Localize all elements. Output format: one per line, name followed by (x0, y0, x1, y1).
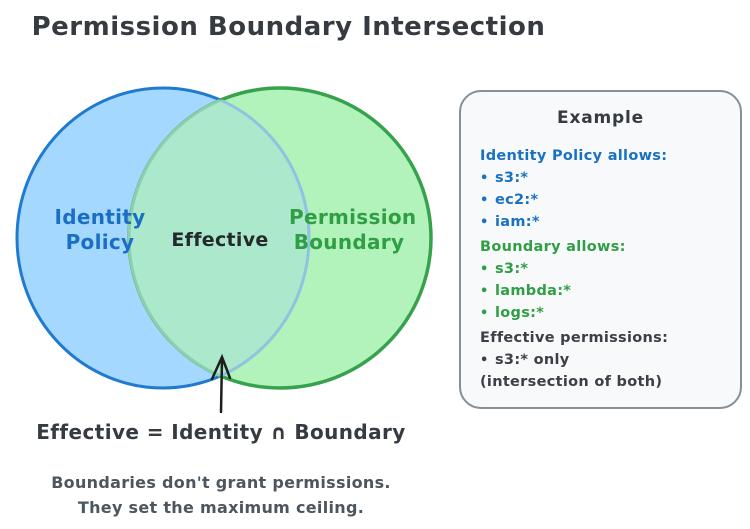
intersection-note: (intersection of both) (480, 374, 663, 390)
list-item-text: lambda:* (495, 283, 572, 299)
list-item: • logs:* (461, 302, 740, 324)
list-item: • s3:* (461, 258, 740, 280)
list-item-text: logs:* (495, 305, 545, 321)
list-item: • s3:* (461, 167, 740, 189)
venn-diagram (15, 86, 433, 414)
identity-policy-allows-heading: Identity Policy allows: (480, 148, 668, 164)
bullet-icon: • (480, 215, 489, 230)
list-item: • lambda:* (461, 280, 740, 302)
example-box: Example Identity Policy allows: • s3:* • e… (459, 90, 742, 409)
list-item-text: s3:* (495, 261, 529, 277)
list-item: • iam:* (461, 211, 740, 233)
boundary-allows-heading: Boundary allows: (480, 239, 626, 255)
identity-policy-label-line1: Identity (54, 205, 146, 229)
list-item: • s3:* only (461, 349, 740, 371)
intersection-region (129, 88, 311, 388)
list-item-text: iam:* (495, 214, 540, 230)
arrow-up-icon (210, 353, 232, 414)
identity-policy-label: Identity Policy (40, 205, 160, 255)
bullet-icon: • (480, 193, 489, 208)
permission-boundary-label-line1: Permission (289, 205, 417, 229)
effective-permissions-heading: Effective permissions: (480, 330, 669, 346)
bullet-icon: • (480, 353, 489, 368)
bullet-icon: • (480, 262, 489, 277)
identity-policy-label-line2: Policy (65, 230, 135, 254)
effective-formula: Effective = Identity ∩ Boundary (36, 420, 406, 444)
example-box-title: Example (557, 108, 644, 128)
bullet-icon: • (480, 306, 489, 321)
list-item-text: ec2:* (495, 192, 539, 208)
permission-boundary-label-line2: Boundary (293, 230, 405, 254)
boundary-note-line1: Boundaries don't grant permissions. (51, 473, 391, 492)
boundary-note-line2: They set the maximum ceiling. (77, 498, 365, 517)
effective-label: Effective (171, 229, 269, 251)
page-title: Permission Boundary Intersection (31, 12, 546, 42)
bullet-icon: • (480, 284, 489, 299)
list-item: • ec2:* (461, 189, 740, 211)
permission-boundary-label: Permission Boundary (289, 205, 417, 255)
list-item-text: s3:* only (495, 352, 570, 368)
bullet-icon: • (480, 171, 489, 186)
list-item-text: s3:* (495, 170, 529, 186)
intersection-left-arc (127, 88, 309, 388)
